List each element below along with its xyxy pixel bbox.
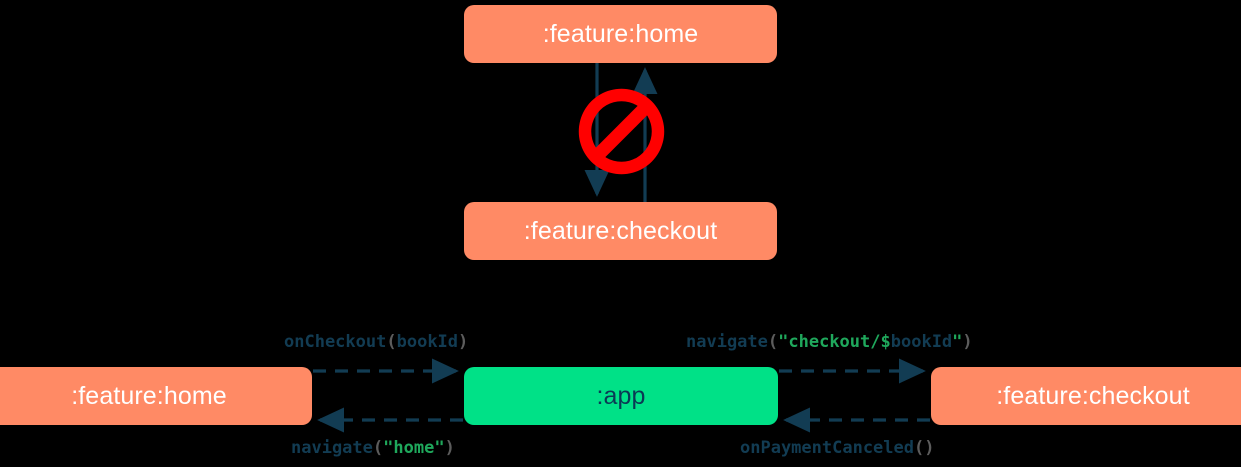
edge-label-app-to-home: navigate("home") — [291, 438, 455, 458]
edge-label-home-to-app: onCheckout(bookId) — [284, 332, 468, 352]
token-var: bookId — [396, 332, 459, 352]
token-str: "checkout/ — [778, 332, 881, 352]
module-node-feature-checkout-top[interactable]: :feature:checkout — [464, 202, 777, 260]
token-fn: onPaymentCanceled — [740, 438, 914, 458]
token-fn: navigate — [686, 332, 768, 352]
token-str: " — [952, 332, 963, 352]
module-node-feature-checkout-bottom[interactable]: :feature:checkout — [931, 367, 1241, 425]
token-paren: () — [914, 438, 935, 458]
module-node-label: :feature:home — [71, 381, 227, 410]
module-node-label: :feature:home — [542, 19, 699, 48]
token-var: bookId — [890, 332, 953, 352]
module-node-app[interactable]: :app — [464, 367, 778, 425]
token-paren: ( — [767, 332, 779, 352]
token-fn: navigate — [291, 438, 373, 458]
module-node-feature-home-top[interactable]: :feature:home — [464, 5, 777, 63]
token-paren: ( — [386, 332, 397, 352]
edge-label-app-to-checkout: navigate("checkout/$bookId") — [686, 332, 973, 352]
edge-label-checkout-to-app: onPaymentCanceled() — [740, 438, 934, 458]
module-node-label: :feature:checkout — [996, 381, 1190, 410]
module-node-label: :feature:checkout — [523, 216, 718, 245]
module-node-label: :app — [596, 381, 646, 410]
token-paren: ) — [458, 332, 469, 352]
token-paren: ) — [962, 332, 973, 352]
module-node-feature-home-bottom[interactable]: :feature:home — [0, 367, 312, 425]
forbidden-icon — [578, 88, 665, 175]
token-paren: ) — [444, 438, 455, 458]
token-str: "home" — [383, 438, 445, 458]
token-str: $ — [880, 332, 891, 352]
token-paren: ( — [372, 438, 384, 458]
token-fn: onCheckout — [284, 332, 387, 352]
